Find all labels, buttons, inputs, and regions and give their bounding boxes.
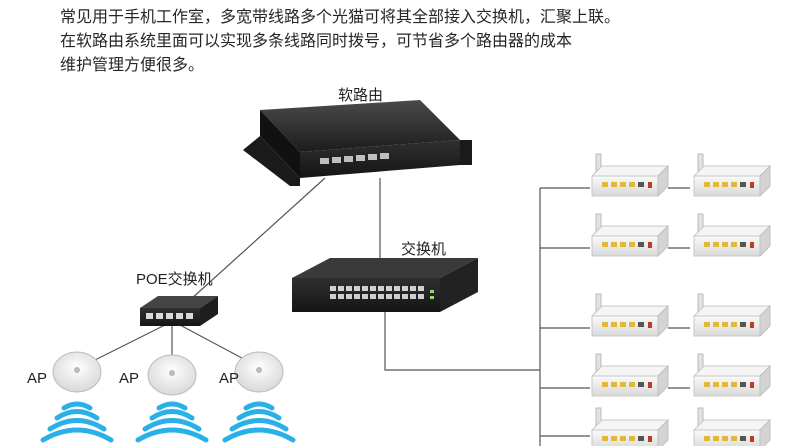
optical-modem-7 bbox=[590, 353, 670, 398]
access-point-2 bbox=[135, 354, 209, 443]
soft-router-device bbox=[243, 100, 472, 186]
optical-modem-2 bbox=[692, 153, 772, 198]
description-line-3: 维护管理方便很多。 bbox=[60, 57, 205, 74]
link-poe-to-ap1 bbox=[84, 324, 166, 366]
wifi-icon bbox=[40, 401, 114, 443]
optical-modem-10 bbox=[692, 407, 772, 446]
ap-label-1: AP bbox=[27, 370, 48, 387]
description-text: 常见用于手机工作室，多宽带线路多个光猫可将其全部接入交换机，汇聚上联。 在软路由… bbox=[60, 6, 760, 78]
optical-modem-4 bbox=[692, 213, 772, 258]
switch-label: 交换机 bbox=[401, 241, 447, 258]
description-line-1: 常见用于手机工作室，多宽带线路多个光猫可将其全部接入交换机，汇聚上联。 bbox=[60, 9, 621, 26]
description-line-2: 在软路由系统里面可以实现多条线路同时拨号，可节省多个路由器的成本 bbox=[60, 33, 573, 50]
poe-switch-label: POE交换机 bbox=[136, 271, 213, 288]
access-point-1 bbox=[40, 351, 114, 443]
poe-switch-device bbox=[140, 296, 218, 326]
optical-modem-1 bbox=[590, 153, 670, 198]
access-point-3 bbox=[222, 351, 296, 443]
optical-modem-5 bbox=[590, 293, 670, 338]
optical-modem-8 bbox=[692, 353, 772, 398]
switch-device bbox=[292, 258, 478, 312]
wifi-icon bbox=[222, 401, 296, 443]
wifi-icon bbox=[135, 401, 209, 443]
optical-modem-6 bbox=[692, 293, 772, 338]
link-router-to-poe-switch bbox=[189, 177, 326, 301]
ap-label-2: AP bbox=[119, 370, 140, 387]
link-switch-to-modem-bus bbox=[384, 310, 540, 371]
optical-modem-9 bbox=[590, 407, 670, 446]
connection-lines bbox=[84, 177, 690, 446]
ap-label-3: AP bbox=[219, 370, 240, 387]
optical-modem-grid bbox=[590, 153, 772, 446]
optical-modem-3 bbox=[590, 213, 670, 258]
soft-router-label: 软路由 bbox=[338, 87, 384, 104]
